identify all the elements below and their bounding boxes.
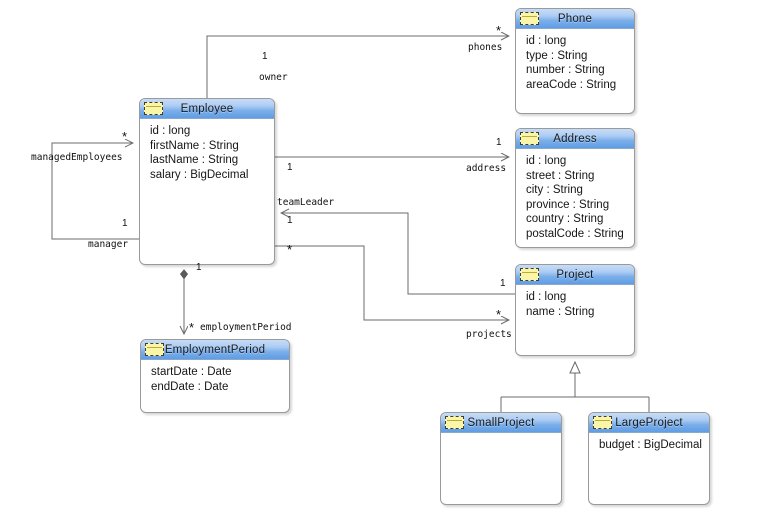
class-header-phone: Phone bbox=[516, 9, 634, 29]
class-box-phone[interactable]: Phone id : long type : String number : S… bbox=[515, 8, 635, 114]
edge-label-owner: owner bbox=[259, 72, 288, 83]
class-icon bbox=[144, 102, 163, 115]
attribute-row: endDate : Date bbox=[151, 380, 229, 393]
edge-label-teamleader: teamLeader bbox=[277, 197, 335, 208]
class-icon bbox=[520, 132, 539, 145]
multiplicity-managed-star: * bbox=[122, 129, 128, 144]
multiplicity-employment-star: * bbox=[189, 320, 195, 335]
attribute-row: number : String bbox=[526, 64, 605, 76]
class-name-phone: Phone bbox=[557, 12, 593, 25]
class-attributes-largeproject: budget : BigDecimal bbox=[589, 433, 709, 453]
class-icon bbox=[520, 12, 539, 25]
multiplicity-teamleader-far-one: 1 bbox=[500, 278, 506, 289]
multiplicity-composition-one: 1 bbox=[196, 262, 202, 273]
attribute-row: budget : BigDecimal bbox=[599, 439, 702, 451]
attribute-row: lastName : String bbox=[150, 154, 239, 166]
attribute-row: id : long bbox=[150, 125, 191, 137]
class-header-employmentperiod: EmploymentPeriod bbox=[141, 340, 289, 360]
class-icon bbox=[520, 268, 539, 281]
class-header-project: Project bbox=[516, 265, 634, 285]
attribute-row: province : String bbox=[526, 198, 610, 211]
class-box-employee[interactable]: Employee id : long firstName : String la… bbox=[139, 98, 275, 265]
multiplicity-teamleader-one: 1 bbox=[287, 215, 293, 226]
class-box-project[interactable]: Project id : long name : String bbox=[515, 264, 635, 356]
multiplicity-address-near-one: 1 bbox=[287, 162, 293, 173]
class-attributes-employee: id : long firstName : String lastName : … bbox=[140, 119, 274, 182]
class-icon bbox=[145, 343, 164, 356]
class-attributes-address: id : long street : String city : String … bbox=[516, 149, 634, 241]
attribute-row: firstName : String bbox=[150, 139, 239, 152]
attribute-row: id : long bbox=[526, 155, 567, 167]
attribute-row: id : long bbox=[526, 35, 567, 47]
class-name-employee: Employee bbox=[180, 102, 234, 115]
multiplicity-manager-one: 1 bbox=[122, 218, 128, 229]
attribute-row: name : String bbox=[526, 305, 595, 318]
class-icon bbox=[593, 416, 612, 429]
class-name-employmentperiod: EmploymentPeriod bbox=[164, 343, 266, 356]
class-attributes-project: id : long name : String bbox=[516, 285, 634, 319]
edge-label-phones: phones bbox=[468, 42, 503, 53]
class-header-employee: Employee bbox=[140, 99, 274, 119]
edge-label-employmentperiod: employmentPeriod bbox=[200, 322, 292, 333]
multiplicity-projects-far-star: * bbox=[496, 307, 502, 322]
multiplicity-projects-near-star: * bbox=[287, 242, 293, 257]
class-header-address: Address bbox=[516, 129, 634, 149]
class-header-largeproject: LargeProject bbox=[589, 413, 709, 433]
attribute-row: areaCode : String bbox=[526, 78, 617, 91]
edge-employee-phones bbox=[206, 36, 509, 98]
class-attributes-employmentperiod: startDate : Date endDate : Date bbox=[141, 360, 289, 394]
class-box-largeproject[interactable]: LargeProject budget : BigDecimal bbox=[588, 412, 710, 505]
attribute-row: street : String bbox=[526, 169, 595, 182]
edge-label-address: address bbox=[466, 163, 507, 174]
edge-label-manager: manager bbox=[88, 239, 129, 250]
attribute-row: city : String bbox=[526, 184, 583, 196]
attribute-row: id : long bbox=[526, 291, 567, 303]
multiplicity-address-far-one: 1 bbox=[496, 137, 502, 148]
class-name-address: Address bbox=[553, 132, 597, 145]
attribute-row: postalCode : String bbox=[526, 227, 624, 240]
class-header-smallproject: SmallProject bbox=[441, 413, 561, 433]
class-name-smallproject: SmallProject bbox=[467, 416, 535, 429]
attribute-row: salary : BigDecimal bbox=[150, 168, 249, 181]
multiplicity-phones-star: * bbox=[496, 23, 502, 38]
edge-employee-projects bbox=[275, 245, 509, 320]
class-box-address[interactable]: Address id : long street : String city :… bbox=[515, 128, 635, 248]
edge-label-managedemployees: managedEmployees bbox=[31, 152, 123, 163]
class-name-largeproject: LargeProject bbox=[615, 416, 683, 429]
class-attributes-phone: id : long type : String number : String … bbox=[516, 29, 634, 92]
multiplicity-owner-one: 1 bbox=[262, 51, 268, 62]
attribute-row: country : String bbox=[526, 213, 604, 225]
class-name-project: Project bbox=[556, 268, 594, 281]
edge-project-teamleader bbox=[281, 213, 515, 295]
edge-label-projects: projects bbox=[466, 329, 512, 340]
attribute-row: startDate : Date bbox=[151, 366, 232, 378]
class-icon bbox=[445, 416, 464, 429]
class-attributes-smallproject bbox=[441, 433, 561, 438]
class-box-smallproject[interactable]: SmallProject bbox=[440, 412, 562, 505]
class-box-employmentperiod[interactable]: EmploymentPeriod startDate : Date endDat… bbox=[140, 339, 290, 413]
attribute-row: type : String bbox=[526, 49, 588, 62]
